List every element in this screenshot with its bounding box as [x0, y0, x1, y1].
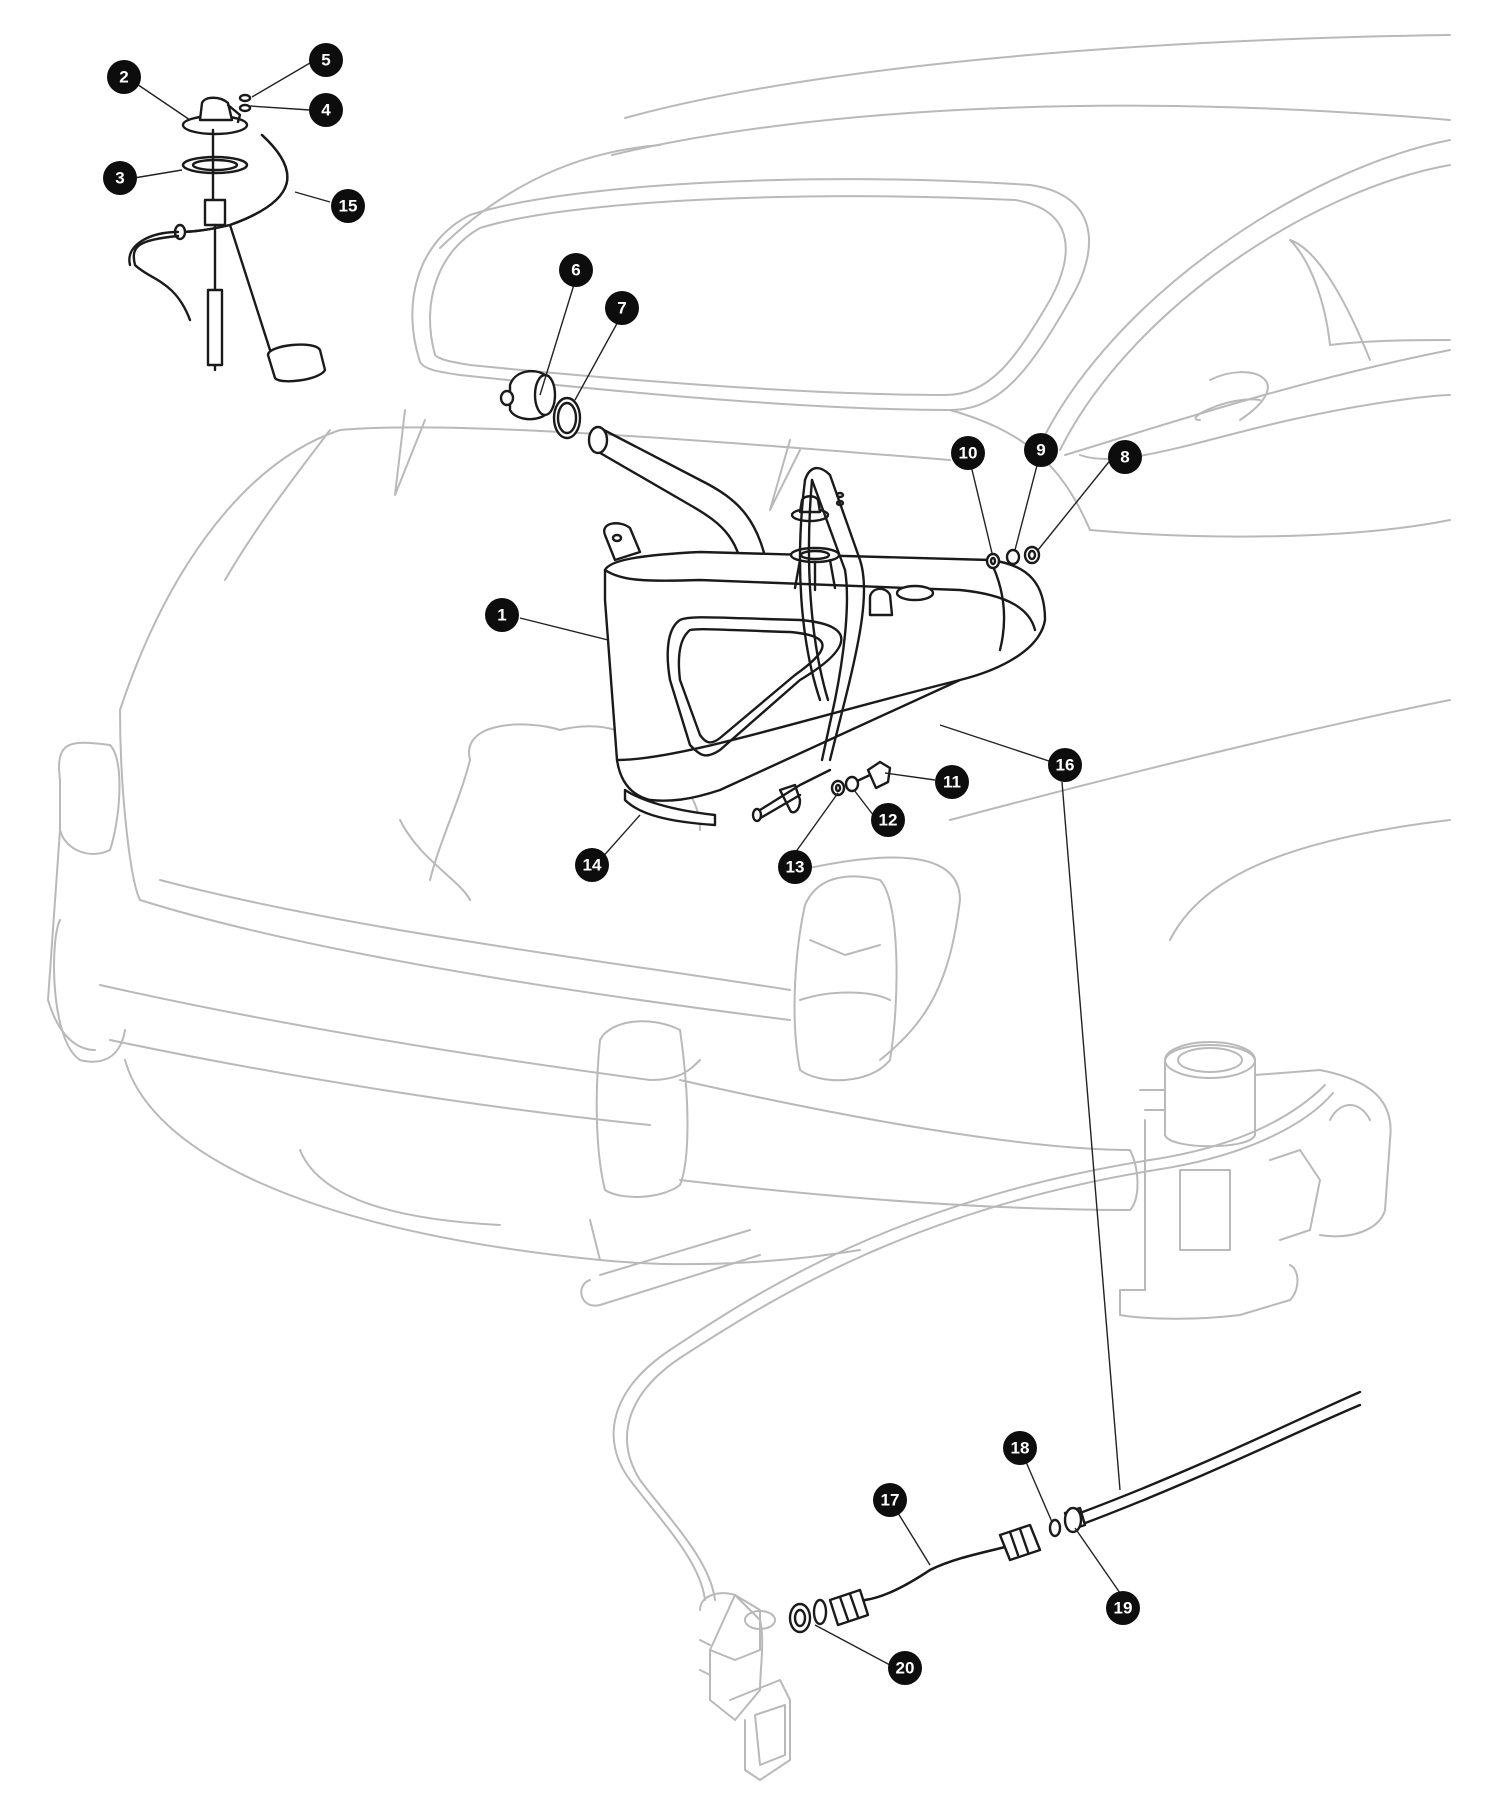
parts-drawing — [128, 93, 1362, 1781]
seal-part-20 — [788, 1602, 812, 1634]
fuel-pump-part — [699, 1592, 791, 1781]
callout-15: 15 — [331, 189, 365, 223]
callout-label: 10 — [959, 444, 978, 463]
callout-6: 6 — [559, 253, 593, 287]
filler-cap-part — [499, 369, 557, 421]
callout-13: 13 — [778, 850, 812, 884]
callout-label: 8 — [1120, 448, 1129, 467]
callout-20: 20 — [888, 1651, 922, 1685]
washer-part-12 — [844, 775, 860, 793]
callout-label: 20 — [896, 1659, 915, 1678]
callout-label: 18 — [1011, 1439, 1030, 1458]
callout-label: 17 — [881, 1491, 900, 1510]
fuel-tank-part — [603, 522, 1047, 814]
washer-part-10 — [985, 552, 1001, 570]
callout-label: 4 — [321, 101, 331, 120]
nut-part-8 — [1023, 545, 1041, 565]
callout-2: 2 — [107, 60, 141, 94]
leader-lines — [127, 62, 1121, 1666]
tank-strap-part — [803, 466, 866, 762]
callout-label: 1 — [497, 606, 506, 625]
callout-label: 7 — [617, 299, 626, 318]
callout-4: 4 — [309, 93, 343, 127]
callout-1: 1 — [485, 598, 519, 632]
callout-label: 11 — [943, 773, 961, 792]
callout-8: 8 — [1108, 440, 1142, 474]
callout-label: 13 — [786, 858, 805, 877]
callout-10: 10 — [951, 436, 985, 470]
callout-label: 16 — [1056, 756, 1075, 775]
car-body-outline — [47, 34, 1451, 1320]
callout-label: 2 — [119, 68, 128, 87]
callout-label: 6 — [571, 261, 580, 280]
hose-part-15 — [173, 133, 289, 234]
callout-label: 15 — [339, 197, 358, 216]
callout-11: 11 — [935, 765, 969, 799]
fuel-sender-unit-part — [181, 93, 327, 383]
lower-strap-part — [623, 788, 717, 827]
callout-label: 3 — [115, 169, 124, 188]
bolt-part-11 — [866, 760, 892, 790]
callout-12: 12 — [871, 803, 905, 837]
callout-label: 9 — [1036, 441, 1045, 460]
callout-label: 14 — [583, 856, 602, 875]
callout-9: 9 — [1024, 433, 1058, 467]
callout-7: 7 — [605, 291, 639, 325]
callout-3: 3 — [103, 161, 137, 195]
callout-label: 5 — [321, 51, 330, 70]
callout-5: 5 — [309, 43, 343, 77]
fuel-line-part — [1078, 1403, 1362, 1527]
callout-17: 17 — [873, 1483, 907, 1517]
callout-label: 12 — [879, 811, 898, 830]
callout-18: 18 — [1003, 1431, 1037, 1465]
lock-washer-part-9 — [1005, 548, 1021, 566]
washer-part-13 — [830, 779, 846, 797]
callout-14: 14 — [575, 848, 609, 882]
callout-label: 19 — [1114, 1599, 1133, 1618]
callout-19: 19 — [1106, 1591, 1140, 1625]
callout-16: 16 — [1048, 748, 1082, 782]
